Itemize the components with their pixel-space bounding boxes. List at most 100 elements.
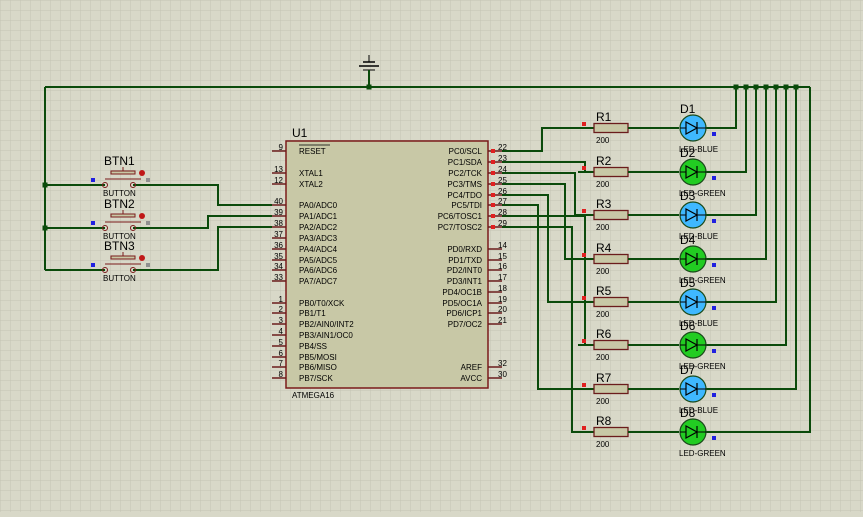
wire[interactable] [133, 226, 272, 271]
pin-number: 20 [498, 305, 507, 314]
wire[interactable] [706, 87, 811, 433]
pin-name: PA6/ADC6 [299, 266, 338, 275]
wire[interactable] [502, 194, 578, 303]
junction-dot [42, 182, 48, 188]
junction-dot [793, 84, 799, 90]
wire[interactable] [133, 215, 272, 229]
pin-name: PC4/TDO [447, 191, 482, 200]
wire[interactable] [706, 87, 737, 129]
ground-symbol[interactable] [359, 55, 379, 87]
wire[interactable] [706, 87, 797, 390]
pin-number: 39 [274, 208, 283, 217]
led-type: LED-GREEN [679, 189, 726, 198]
wire[interactable] [502, 127, 578, 152]
wire[interactable] [706, 87, 777, 303]
pin-name: PD1/TXD [448, 256, 482, 265]
wire[interactable] [706, 87, 767, 260]
led-ref: D6 [680, 319, 696, 333]
pin-name: XTAL2 [299, 180, 323, 189]
wire[interactable] [502, 204, 578, 390]
led-ref: D3 [680, 189, 696, 203]
wire[interactable] [706, 87, 757, 216]
junction-dot [42, 225, 48, 231]
pin-name: PA4/ADC4 [299, 245, 338, 254]
wire[interactable] [502, 226, 578, 433]
wire[interactable] [706, 87, 787, 346]
pin-number: 1 [279, 295, 284, 304]
mcu-body[interactable] [285, 140, 489, 389]
wire[interactable] [133, 184, 272, 206]
led-type: LED-GREEN [679, 362, 726, 371]
wire[interactable] [706, 87, 747, 173]
pin-number: 30 [498, 370, 507, 379]
junction-dot [733, 84, 739, 90]
pin-name: PD0/RXD [447, 245, 482, 254]
pin-name: PB2/AIN0/INT2 [299, 320, 354, 329]
resistor-ref: R1 [596, 110, 612, 124]
pin-number: 18 [498, 284, 507, 293]
pin-name: PB5/MOSI [299, 353, 337, 362]
pin-name: PC0/SCL [449, 147, 483, 156]
